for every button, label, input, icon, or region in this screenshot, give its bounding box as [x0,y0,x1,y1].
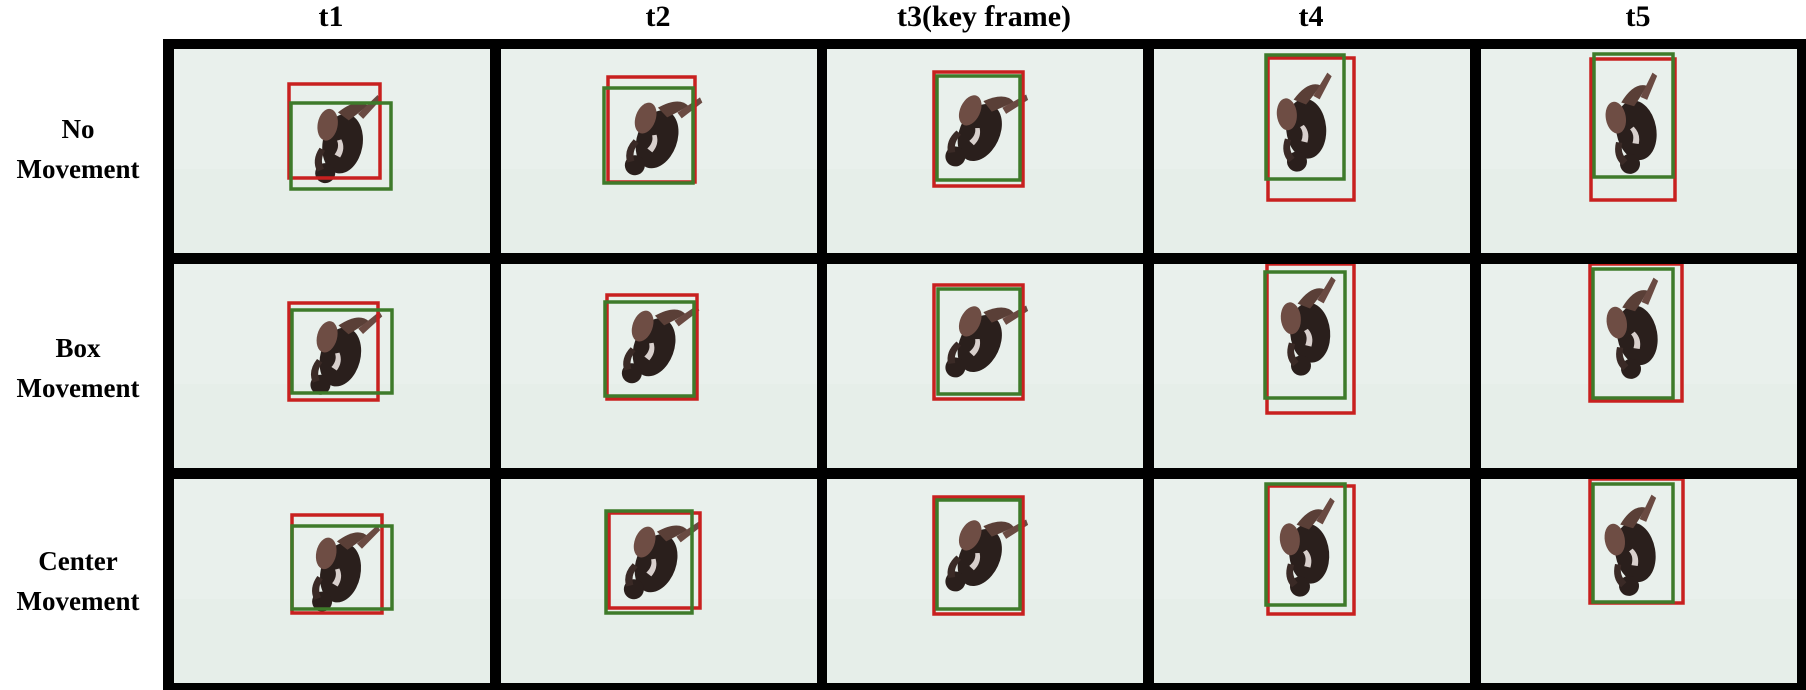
red-bounding-box [932,283,1025,401]
diver-figure [621,305,700,384]
green-bounding-box [290,524,394,611]
green-bounding-box [1263,270,1347,400]
frame-box-movement-t4 [1154,264,1470,468]
frame-center-movement-t3 [827,479,1143,683]
green-bounding-box [935,74,1022,182]
row-label-line2: Movement [16,586,140,616]
frame-no-movement-t1 [174,49,490,253]
frame-box-movement-t1 [174,264,490,468]
row-label-line2: Movement [16,373,140,403]
frame-no-movement-t4 [1154,49,1470,253]
diver-figure [624,97,703,176]
row-label-box-movement: Box Movement [0,328,156,408]
frame-no-movement-t3 [827,49,1143,253]
frame-no-movement-t2 [501,49,817,253]
frame-grid [163,39,1806,690]
row-label-line1: Box [55,333,101,363]
column-header-t4: t4 [1298,0,1324,33]
diver-figure [623,521,702,600]
red-bounding-box [607,511,702,610]
row-label-line1: No [61,114,95,144]
row-label-center-movement: Center Movement [0,541,156,621]
red-bounding-box [1266,56,1356,202]
diver-figure [945,519,1029,592]
diver-figure [1279,497,1335,597]
red-bounding-box [1265,264,1356,415]
red-bounding-box [605,293,699,401]
row-label-line2: Movement [16,154,140,184]
diver-figure [1276,72,1332,172]
green-bounding-box [935,498,1022,611]
diver-figure [1604,494,1657,596]
diver-figure [314,94,381,184]
diver-figure [945,305,1029,378]
frame-box-movement-t2 [501,264,817,468]
column-header-t2: t2 [645,0,671,33]
red-bounding-box [287,82,382,180]
green-bounding-box [1591,267,1675,400]
diver-figure [312,525,381,612]
frame-center-movement-t5 [1481,479,1797,683]
diver-figure [1605,72,1658,174]
row-label-no-movement: No Movement [0,109,156,189]
green-bounding-box [289,101,393,191]
green-bounding-box [1591,482,1675,604]
green-bounding-box [936,287,1022,396]
red-bounding-box [932,495,1025,616]
green-bounding-box [602,86,695,185]
frame-center-movement-t4 [1154,479,1470,683]
column-header-t5: t5 [1625,0,1651,33]
red-bounding-box [1589,57,1677,202]
green-bounding-box [290,308,394,395]
red-bounding-box [932,70,1025,188]
diver-figure [1280,276,1336,376]
green-bounding-box [604,509,694,615]
row-label-line1: Center [38,546,118,576]
red-bounding-box [1266,484,1356,616]
column-header-t3-key-frame: t3(key frame) [896,0,1072,33]
diver-figure [945,94,1029,167]
frame-center-movement-t1 [174,479,490,683]
green-bounding-box [1592,52,1675,179]
frame-no-movement-t5 [1481,49,1797,253]
frame-box-movement-t5 [1481,264,1797,468]
frame-box-movement-t3 [827,264,1143,468]
frame-center-movement-t2 [501,479,817,683]
red-bounding-box [287,301,380,402]
green-bounding-box [1264,482,1347,607]
diver-figure [1606,277,1659,379]
column-header-t1: t1 [318,0,344,33]
red-bounding-box [1588,264,1684,403]
green-bounding-box [603,300,696,398]
green-bounding-box [1264,53,1346,181]
